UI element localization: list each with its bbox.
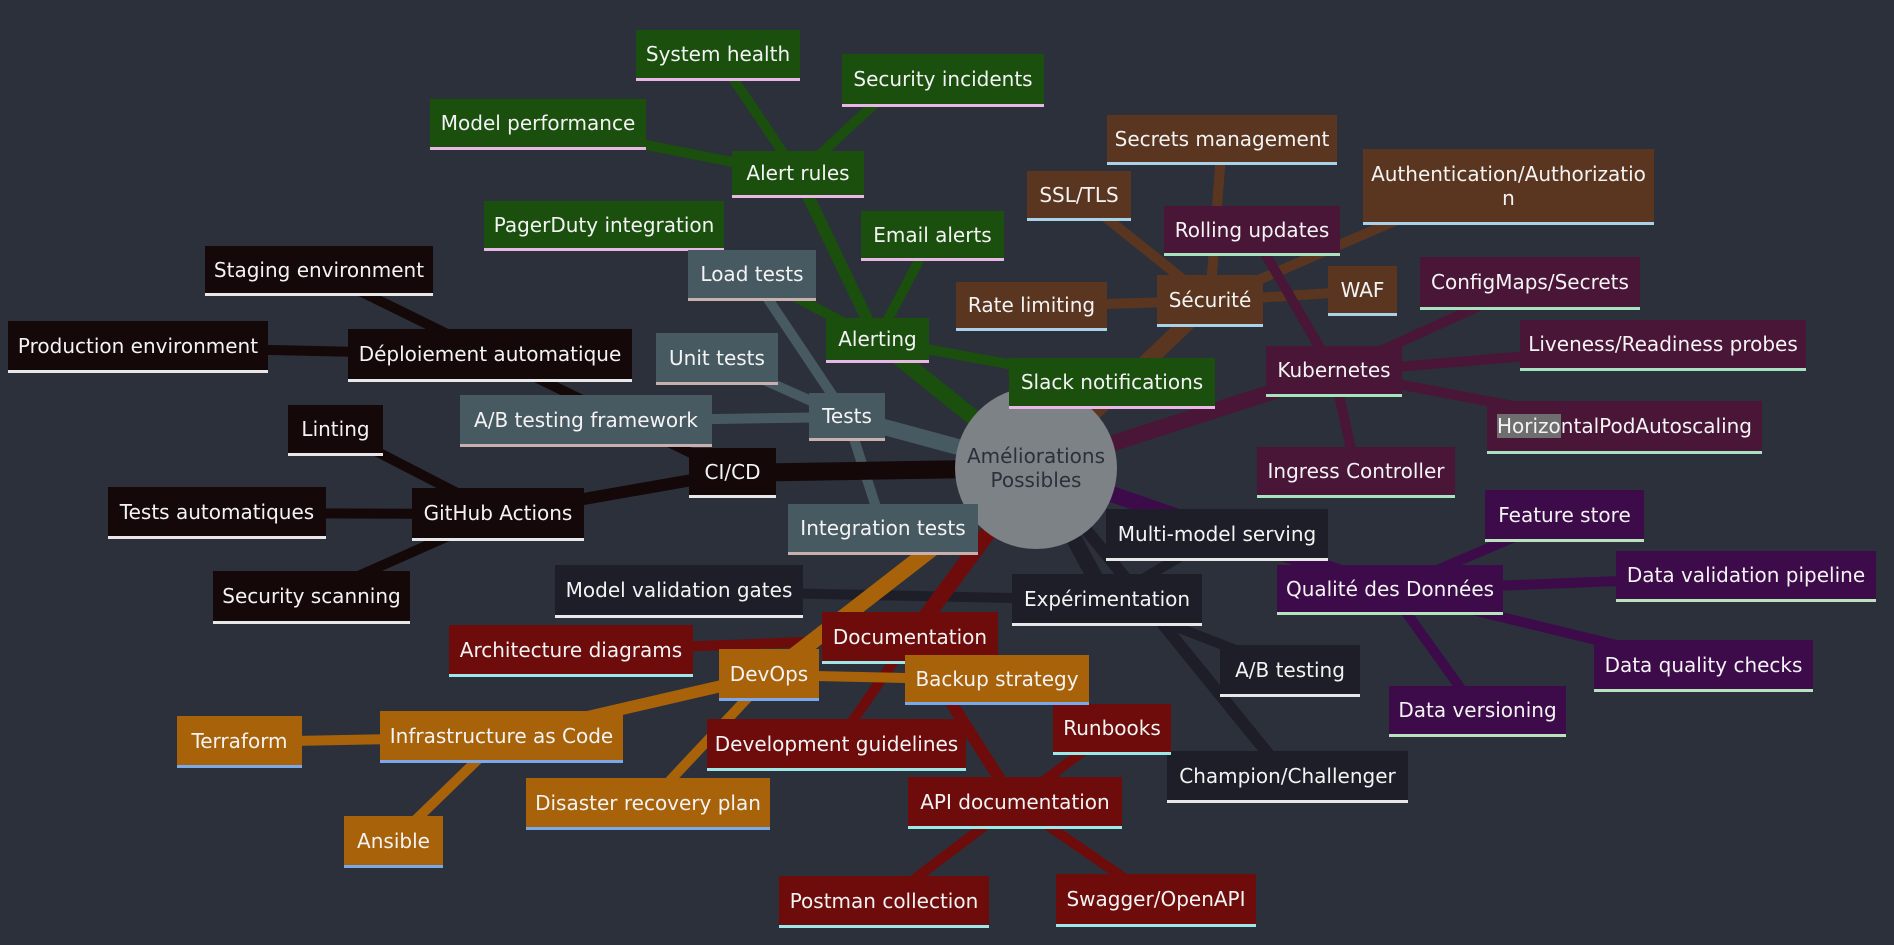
node-data-versioning[interactable]: Data versioning bbox=[1389, 686, 1566, 737]
node-liveness-readiness-probes[interactable]: Liveness/Readiness probes bbox=[1520, 320, 1806, 371]
node-unit-tests[interactable]: Unit tests bbox=[656, 333, 778, 385]
node-data-quality-checks[interactable]: Data quality checks bbox=[1594, 640, 1813, 692]
node-backup-strategy[interactable]: Backup strategy bbox=[905, 655, 1089, 705]
node-data-validation-pipeline[interactable]: Data validation pipeline bbox=[1616, 551, 1876, 602]
node-alert-rules[interactable]: Alert rules bbox=[732, 151, 864, 198]
node-ssl-tls[interactable]: SSL/TLS bbox=[1027, 171, 1131, 221]
node-rate-limiting[interactable]: Rate limiting bbox=[956, 282, 1107, 331]
node-kubernetes[interactable]: Kubernetes bbox=[1266, 346, 1402, 397]
node-secrets-management[interactable]: Secrets management bbox=[1107, 115, 1337, 165]
node-staging-environment[interactable]: Staging environment bbox=[205, 246, 433, 296]
node-authentication-authorization[interactable]: Authentication/Authorization bbox=[1363, 149, 1654, 225]
node-ab-testing[interactable]: A/B testing bbox=[1220, 645, 1360, 697]
node-api-documentation[interactable]: API documentation bbox=[908, 777, 1122, 829]
node-postman-collection[interactable]: Postman collection bbox=[779, 876, 989, 928]
node-feature-store[interactable]: Feature store bbox=[1485, 490, 1644, 542]
node-disaster-recovery-plan[interactable]: Disaster recovery plan bbox=[526, 778, 770, 830]
node-system-health[interactable]: System health bbox=[636, 30, 800, 81]
node-production-environment[interactable]: Production environment bbox=[8, 321, 268, 373]
node-ab-testing-framework[interactable]: A/B testing framework bbox=[460, 395, 712, 447]
edge-alerting-1 bbox=[792, 169, 883, 346]
node-model-performance[interactable]: Model performance bbox=[430, 99, 646, 150]
node-runbooks[interactable]: Runbooks bbox=[1053, 704, 1171, 755]
node-slack-notifications[interactable]: Slack notifications bbox=[1009, 358, 1215, 409]
node-infrastructure-as-code[interactable]: Infrastructure as Code bbox=[380, 711, 623, 763]
node-experimentation[interactable]: Expérimentation bbox=[1012, 574, 1202, 626]
node-email-alerts[interactable]: Email alerts bbox=[861, 211, 1004, 261]
node-cicd[interactable]: CI/CD bbox=[689, 448, 776, 498]
node-alerting[interactable]: Alerting bbox=[826, 318, 929, 363]
node-ingress-controller[interactable]: Ingress Controller bbox=[1257, 447, 1455, 498]
root-node[interactable]: Améliorations Possibles bbox=[955, 387, 1117, 549]
node-load-tests[interactable]: Load tests bbox=[688, 250, 816, 301]
hpa-highlighted-text: Horizo bbox=[1497, 414, 1561, 438]
node-integration-tests[interactable]: Integration tests bbox=[788, 504, 978, 555]
node-devops[interactable]: DevOps bbox=[719, 649, 819, 701]
node-champion-challenger[interactable]: Champion/Challenger bbox=[1167, 751, 1408, 803]
node-architecture-diagrams[interactable]: Architecture diagrams bbox=[449, 625, 693, 677]
node-security-incidents[interactable]: Security incidents bbox=[842, 54, 1044, 107]
node-configmaps-secrets[interactable]: ConfigMaps/Secrets bbox=[1420, 257, 1640, 310]
node-pagerduty-integration[interactable]: PagerDuty integration bbox=[484, 201, 724, 251]
node-linting[interactable]: Linting bbox=[288, 405, 383, 456]
node-qualite-des-donnees[interactable]: Qualité des Données bbox=[1277, 565, 1503, 615]
node-deploiement-automatique[interactable]: Déploiement automatique bbox=[348, 329, 632, 382]
node-rolling-updates[interactable]: Rolling updates bbox=[1164, 206, 1340, 256]
node-securite[interactable]: Sécurité bbox=[1157, 275, 1263, 327]
node-security-scanning[interactable]: Security scanning bbox=[213, 571, 410, 624]
node-tests[interactable]: Tests bbox=[809, 393, 885, 441]
node-multi-model-serving[interactable]: Multi-model serving bbox=[1106, 509, 1328, 561]
node-waf[interactable]: WAF bbox=[1328, 266, 1397, 316]
node-swagger-openapi[interactable]: Swagger/OpenAPI bbox=[1056, 874, 1256, 927]
node-documentation[interactable]: Documentation bbox=[822, 612, 998, 664]
hpa-text: ntalPodAutoscaling bbox=[1560, 414, 1752, 438]
node-tests-automatiques[interactable]: Tests automatiques bbox=[108, 487, 326, 539]
node-model-validation-gates[interactable]: Model validation gates bbox=[555, 565, 803, 618]
node-github-actions[interactable]: GitHub Actions bbox=[412, 488, 584, 541]
node-terraform[interactable]: Terraform bbox=[177, 716, 302, 768]
node-ansible[interactable]: Ansible bbox=[344, 816, 443, 868]
root-label: Améliorations Possibles bbox=[966, 444, 1106, 492]
node-development-guidelines[interactable]: Development guidelines bbox=[707, 719, 966, 771]
